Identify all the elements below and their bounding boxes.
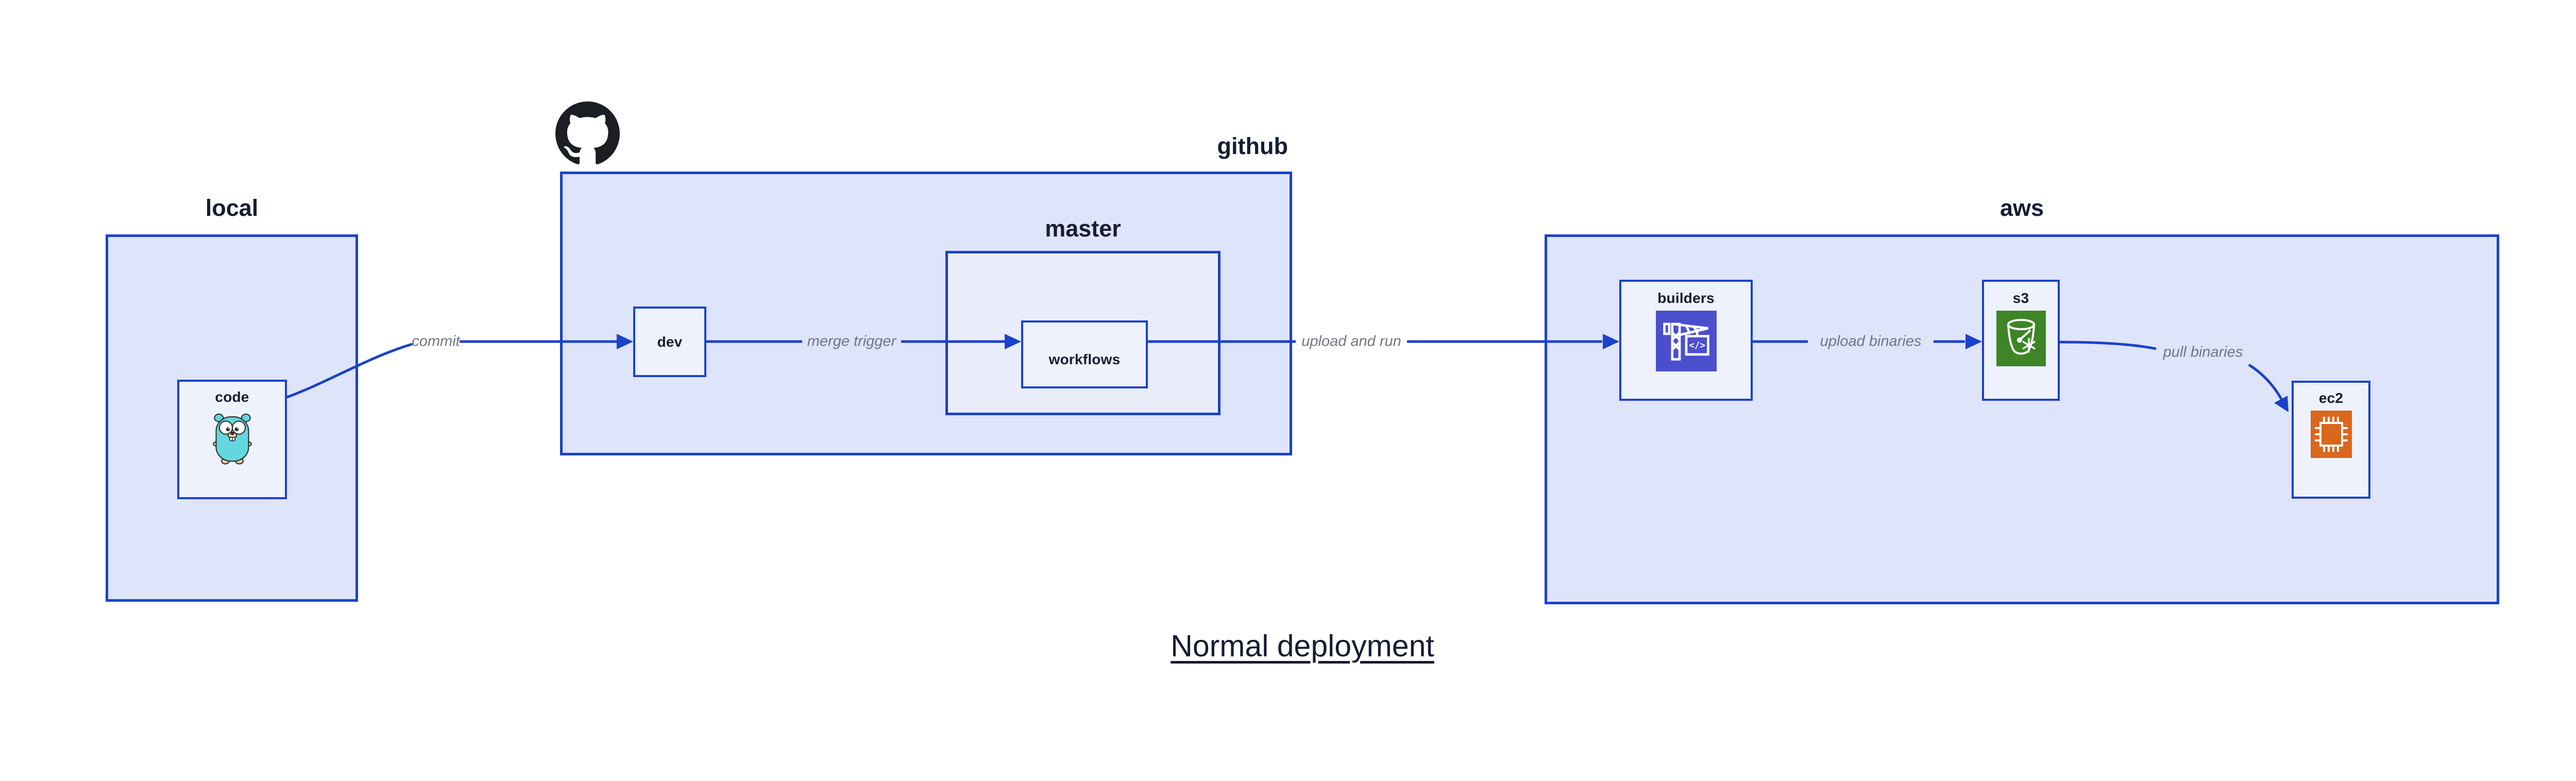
s3-bucket-icon [1996,311,2046,369]
github-container-label: github [1217,133,1288,159]
commit-edge-label: commit [412,333,460,350]
ec2-chip-icon [2310,411,2352,461]
builders-node-label: builders [1657,290,1715,306]
merge-trigger-edge-label: merge trigger [807,333,896,350]
code-node-label: code [215,389,249,405]
diagram-title: Normal deployment [1171,629,1434,663]
go-gopher-icon [211,410,254,468]
github-logo-icon [555,101,620,166]
dev-node-label: dev [657,333,683,350]
s3-node: s3 [1982,280,2060,401]
dev-node: dev [633,307,706,377]
workflows-node-label: workflows [1048,351,1121,367]
codebuild-crane-icon: </> [1655,311,1717,374]
ec2-node: ec2 [2292,381,2370,499]
ec2-node-label: ec2 [2318,390,2344,406]
local-container-label: local [205,195,259,221]
upload-and-run-edge-label: upload and run [1301,333,1401,350]
upload-binaries-edge-label: upload binaries [1820,333,1922,350]
s3-node-label: s3 [2012,290,2029,306]
code-node: code [177,380,287,499]
pull-binaries-edge-label: pull binaries [2163,344,2243,361]
master-container-label: master [1045,215,1121,242]
svg-text:</>: </> [1689,341,1705,351]
builders-node: builders </> [1619,280,1753,401]
workflows-node: workflows [1021,320,1148,388]
aws-container-label: aws [1999,195,2044,221]
